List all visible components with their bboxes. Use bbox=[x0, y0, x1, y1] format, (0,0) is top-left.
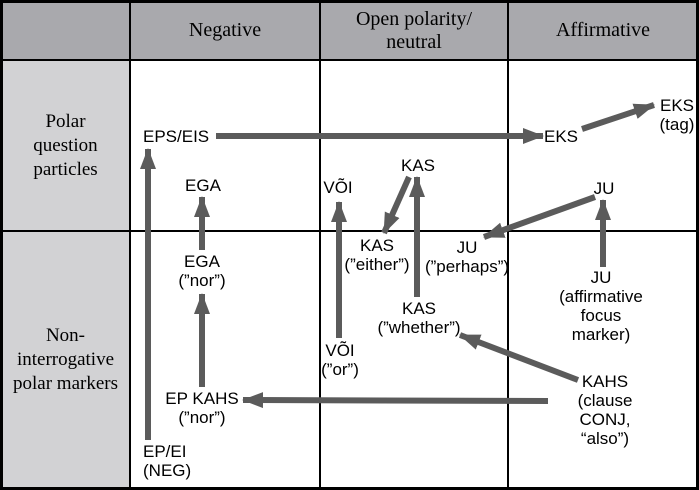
node-ju: JU bbox=[594, 179, 615, 198]
grid-vline-1 bbox=[129, 0, 131, 490]
node-label: JU bbox=[593, 179, 615, 198]
node-gloss: (clause CONJ, “also”) bbox=[577, 391, 633, 448]
column-header-open-polarity: Open polarity/ neutral bbox=[355, 7, 473, 53]
node-kas-either: KAS (”either”) bbox=[344, 236, 409, 274]
node-label: JU bbox=[456, 238, 478, 257]
node-ju-perhaps: JU (”perhaps”) bbox=[425, 238, 509, 276]
node-voi-or: VÕI (”or”) bbox=[321, 341, 359, 379]
node-label: KAS bbox=[401, 299, 437, 318]
node-ega: EGA bbox=[185, 176, 221, 195]
node-gloss: (tag) bbox=[659, 115, 695, 134]
arrow-ju-to-ju-perhaps bbox=[482, 194, 597, 240]
grid-vline-2 bbox=[319, 0, 321, 490]
node-label: EGA bbox=[185, 176, 221, 195]
node-gloss: (”perhaps”) bbox=[424, 257, 510, 276]
node-kas: KAS bbox=[401, 156, 435, 175]
node-label: VÕI bbox=[325, 341, 355, 360]
arrow-kahs-to-kas-whether bbox=[458, 332, 580, 383]
column-header-negative: Negative bbox=[188, 19, 262, 41]
column-header-affirmative: Affirmative bbox=[555, 19, 651, 41]
row-header-non-interrogative-polar-markers: Non- interrogative polar markers bbox=[13, 325, 118, 394]
node-gloss: (affirmative focus marker) bbox=[559, 287, 643, 344]
node-voi: VÕI bbox=[323, 178, 352, 197]
grid-hline-1 bbox=[0, 59, 699, 61]
node-kas-whether: KAS (”whether”) bbox=[377, 299, 460, 337]
node-label: EP KAHS bbox=[165, 389, 239, 408]
grid-vline-3 bbox=[507, 0, 509, 490]
arrow-kahs-to-ep-kahs bbox=[242, 392, 549, 409]
header-row-background bbox=[0, 0, 699, 61]
node-label: JU bbox=[590, 268, 612, 287]
node-label: EP/EI bbox=[143, 442, 187, 461]
arrow-eks-to-eks-tag bbox=[581, 102, 655, 132]
node-gloss: (”either”) bbox=[344, 255, 410, 274]
node-ju-affirmative: JU (affirmative focus marker) bbox=[552, 268, 650, 344]
node-gloss: (”nor”) bbox=[178, 408, 226, 427]
node-ega-nor: EGA (”nor”) bbox=[178, 252, 225, 290]
node-label: VÕI bbox=[323, 178, 353, 197]
node-label: KAS bbox=[400, 156, 436, 175]
node-gloss: (”or”) bbox=[321, 360, 359, 379]
node-label: KAHS bbox=[581, 372, 629, 391]
row-label-column-background bbox=[0, 61, 131, 490]
node-eks: EKS bbox=[544, 127, 578, 146]
node-eks-tag: EKS (tag) bbox=[660, 96, 695, 134]
node-label: KAS bbox=[359, 236, 395, 255]
grid-hline-2 bbox=[0, 230, 699, 232]
node-ep-ei: EP/EI (NEG) bbox=[143, 442, 191, 480]
node-eps-eis: EPS/EIS bbox=[143, 127, 209, 146]
node-label: EKS bbox=[543, 127, 579, 146]
row-header-polar-question-particles: Polar question particles bbox=[33, 110, 98, 180]
node-label: EGA bbox=[184, 252, 220, 271]
node-gloss: (NEG) bbox=[143, 461, 192, 480]
arrow-kas-to-kas-either bbox=[381, 175, 412, 235]
node-gloss: (”whether”) bbox=[377, 318, 461, 337]
node-label: EPS/EIS bbox=[143, 127, 210, 146]
node-label: EKS bbox=[659, 96, 695, 115]
node-gloss: (”nor”) bbox=[178, 271, 226, 290]
node-kahs: KAHS (clause CONJ, “also”) bbox=[558, 372, 652, 448]
node-ep-kahs: EP KAHS (”nor”) bbox=[165, 389, 238, 427]
